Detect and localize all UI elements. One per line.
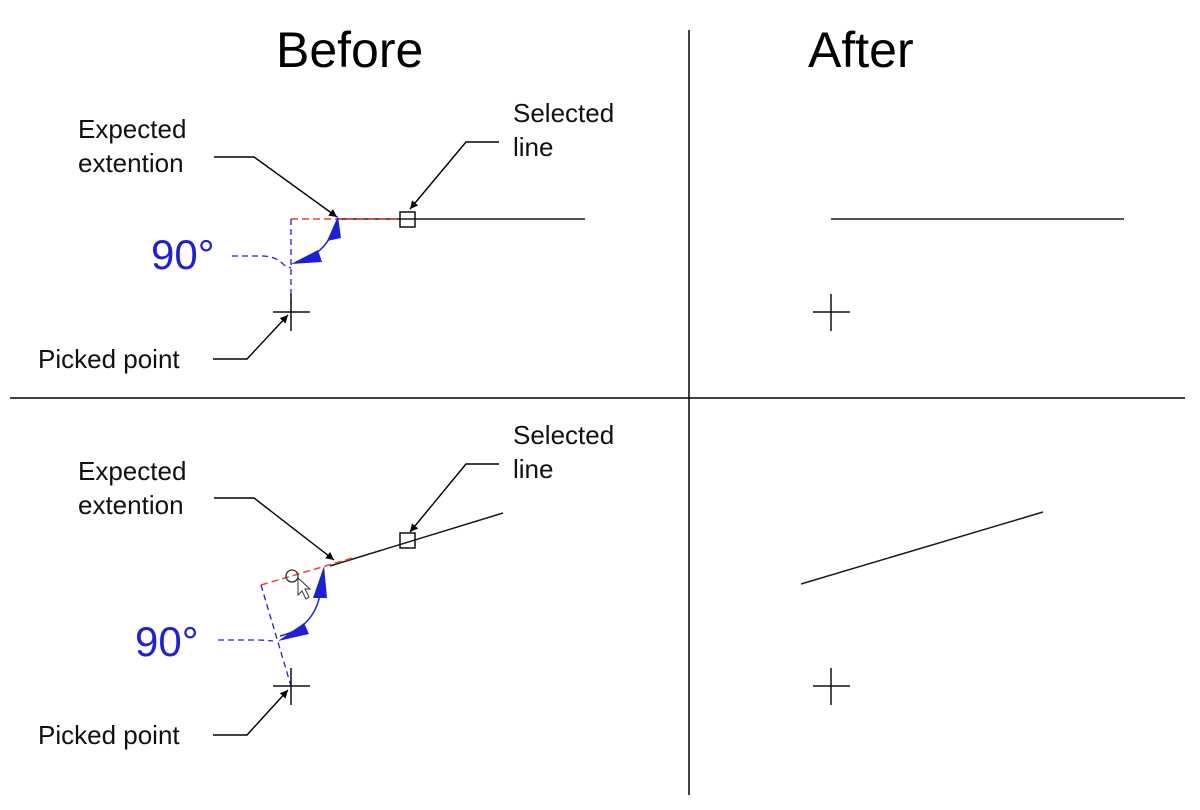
bottom-angle-leader (218, 639, 274, 642)
bottom-selected-line (329, 512, 504, 567)
top-selected-leader (409, 141, 499, 210)
top-angle-arrow-head-1 (327, 216, 341, 241)
top-after-panel (813, 218, 1124, 331)
top-angle-label: 90° (151, 231, 215, 278)
bottom-expected-label-2: extention (78, 490, 184, 520)
bottom-after-line (800, 511, 1044, 585)
bottom-picked-label: Picked point (38, 720, 180, 750)
bottom-after-panel (800, 511, 1044, 705)
bottom-angle-arc (279, 594, 321, 637)
crosshair-icon (813, 294, 850, 331)
bottom-picked-leader (213, 689, 289, 736)
top-selected-label-2: line (513, 132, 553, 162)
top-picked-label: Picked point (38, 344, 180, 374)
bottom-angle-arrow-head-2 (278, 623, 309, 641)
top-expected-label-1: Expected (78, 114, 186, 144)
bottom-expected-leader (214, 497, 335, 561)
snap-circle-icon (285, 569, 299, 583)
top-picked-leader (213, 314, 289, 360)
heading-after: After (808, 22, 914, 78)
bottom-before-panel: 90° Expected extention Selected line Pic… (38, 420, 614, 750)
crosshair-icon (273, 668, 310, 705)
top-expected-label-2: extention (78, 148, 184, 178)
bottom-selected-label-1: Selected (513, 420, 614, 450)
bottom-angle-arrow-head-1 (313, 566, 327, 598)
bottom-angle-label: 90° (135, 618, 199, 665)
top-selected-label-1: Selected (513, 98, 614, 128)
crosshair-icon (273, 294, 310, 331)
cursor-arrow-icon (297, 576, 312, 600)
pick-box-icon (399, 532, 416, 549)
bottom-expected-label-1: Expected (78, 456, 186, 486)
pick-box-icon (399, 211, 416, 228)
top-before-panel: 90° Expected extention Selected line Pic… (38, 98, 614, 374)
bottom-selected-label-2: line (513, 454, 553, 484)
bottom-selected-leader (409, 463, 499, 533)
crosshair-icon (813, 668, 850, 705)
heading-before: Before (276, 22, 423, 78)
top-angle-leader (232, 255, 292, 269)
bottom-extension-line (260, 556, 357, 586)
bottom-perpendicular-line (260, 584, 292, 687)
top-angle-arrow-head-2 (291, 250, 322, 264)
top-expected-leader (214, 156, 338, 218)
